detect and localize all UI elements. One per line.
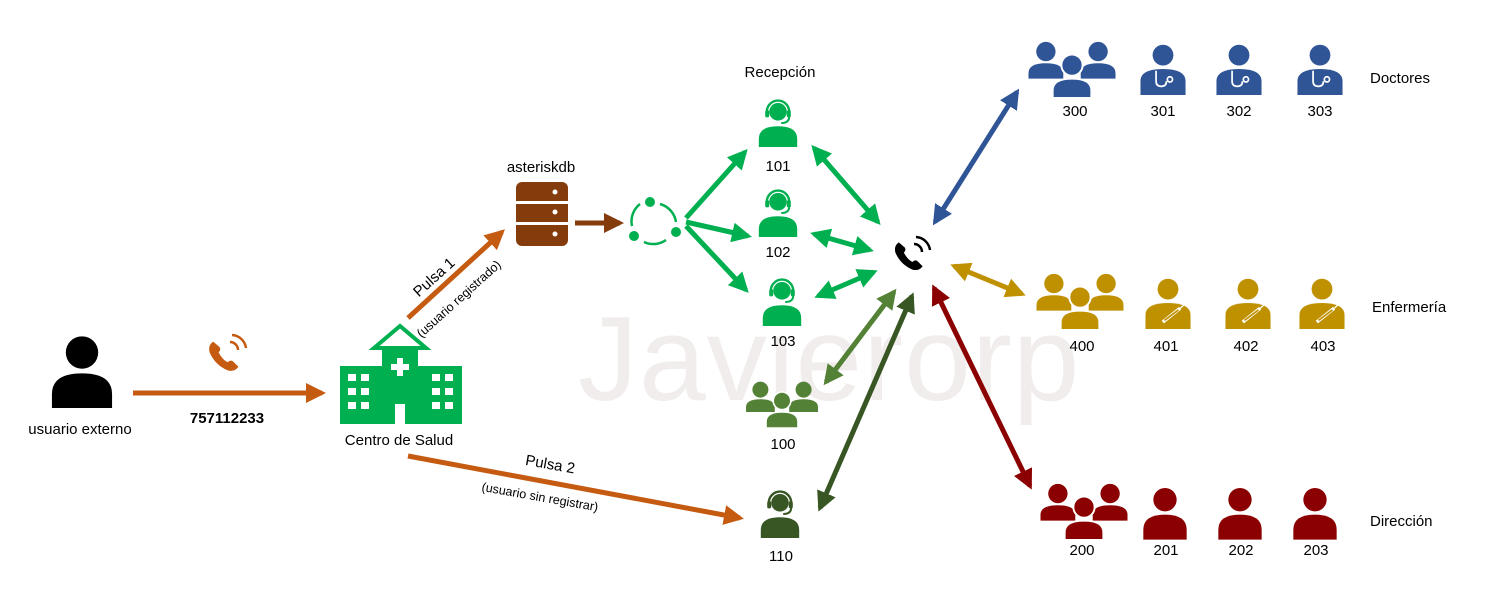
arrow-100-phone [823, 288, 897, 386]
pbx-phone-icon [894, 235, 932, 271]
database-label: asteriskdb [506, 159, 576, 176]
reception-label: Recepción [744, 64, 816, 81]
ext-203: 203 [1303, 542, 1329, 559]
person-icon [1218, 488, 1262, 540]
arrow-phone-nursing [950, 262, 1026, 298]
direction-label: Dirección [1370, 513, 1433, 530]
doctors-label: Doctores [1370, 70, 1431, 87]
doctor-icon [1215, 43, 1263, 96]
person-icon [51, 336, 113, 408]
arrow-center-to-110 [407, 453, 744, 525]
person-icon [1143, 488, 1187, 540]
agent-headset-icon [761, 278, 803, 328]
nurse-icon [1223, 276, 1273, 330]
ext-301: 301 [1150, 103, 1176, 120]
arrow-center-to-db [406, 229, 505, 320]
arrow-phone-direction [931, 284, 1033, 490]
ext-401: 401 [1153, 338, 1179, 355]
phone-ringing-icon [209, 333, 248, 371]
arrow-103-phone [814, 269, 878, 299]
health-center-label: Centro de Salud [344, 432, 454, 449]
doctor-icon [1296, 43, 1344, 96]
doctor-icon [1139, 43, 1187, 96]
group-icon [1040, 482, 1128, 540]
ext-403: 403 [1310, 338, 1336, 355]
phone-number-label: 757112233 [189, 410, 265, 427]
nursing-label: Enfermería [1372, 299, 1447, 316]
ext-400: 400 [1069, 338, 1095, 355]
ext-200: 200 [1069, 542, 1095, 559]
group-icon [1028, 40, 1116, 98]
ext-302: 302 [1226, 103, 1252, 120]
arrow-queue-to-103 [684, 224, 749, 293]
arrow-110-phone [817, 292, 915, 512]
arrow-queue-to-101 [684, 149, 748, 220]
ext-101: 101 [765, 158, 791, 175]
external-user-label: usuario externo [28, 421, 132, 438]
agent-headset-icon [757, 99, 799, 149]
group-icon [1036, 272, 1124, 330]
ext-303: 303 [1307, 103, 1333, 120]
group-icon [745, 380, 819, 428]
person-icon [1293, 488, 1337, 540]
ext-100: 100 [770, 436, 796, 453]
ext-103: 103 [770, 333, 796, 350]
ext-402: 402 [1233, 338, 1259, 355]
agent-headset-icon [759, 490, 801, 540]
arrow-101-phone [811, 144, 881, 226]
hospital-icon [340, 323, 462, 424]
ext-102: 102 [765, 244, 791, 261]
nurse-icon [1297, 276, 1347, 330]
ext-110: 110 [769, 548, 793, 565]
database-icon [516, 182, 568, 246]
ext-300: 300 [1062, 103, 1088, 120]
arrow-102-phone [810, 228, 874, 256]
queue-cycle-icon [629, 197, 681, 246]
ext-201: 201 [1153, 542, 1179, 559]
agent-headset-icon [757, 189, 799, 239]
arrows [133, 88, 1033, 525]
arrow-queue-to-102 [685, 219, 752, 243]
nurse-icon [1143, 276, 1193, 330]
arrow-phone-doctors [932, 88, 1020, 226]
ext-202: 202 [1228, 542, 1254, 559]
